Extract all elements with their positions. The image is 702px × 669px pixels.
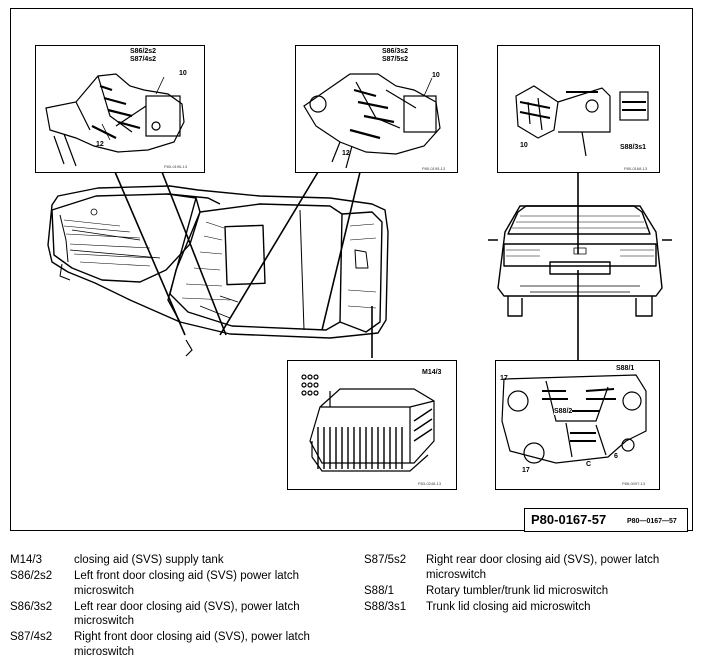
callout-number-10: 10 [179,70,187,77]
callout-number-6: 6 [614,453,618,460]
legend-code: S87/4s2 [10,631,53,643]
callout-number-17: 17 [522,467,530,474]
callout-number-12: 12 [96,141,104,148]
legend-description: Rotary tumbler/trunk lid microswitch [426,584,609,597]
callout-number-10: 10 [520,142,528,149]
rotary-tumbler-drawing [501,374,647,464]
figure-code-box: P80-0167-57 P80—0167—57 [524,508,688,532]
legend-description: Left rear door closing aid (SVS), power … [74,600,300,628]
inset-reference-number: P80-0196-13 [164,164,188,169]
figure-code: P80-0167-57 [531,512,607,527]
inset-rotary-tumbler: S88/1 S88/2 17 17 6 C P88-0097-13 [495,360,660,490]
callout-s87-5s2: S87/5s2 [382,56,409,63]
legend-item: S88/1 Rotary tumbler/trunk lid microswitc… [364,584,686,599]
door-lock-mechanism-drawing [45,73,185,167]
inset-trunk-lid-latch: 10 S88/3s1 P80-0168-13 [497,45,660,173]
legend-item: S86/2s2 Left front door closing aid (SVS)… [10,569,344,598]
legend-item: S87/4s2 Right front door closing aid (SVS… [10,630,344,659]
legend-code: S86/2s2 [10,570,53,582]
legend-code: S86/3s2 [10,600,53,613]
rear-view-shading [506,215,654,257]
leader-lines [114,171,579,360]
inset-supply-tank: M14/3 P83-0248-13 [287,360,457,490]
inset-reference-number: P80-0168-13 [624,166,648,171]
callout-s88-3s1: S88/3s1 [620,144,647,151]
car-shading [63,219,377,309]
callout-s88-1: S88/1 [616,365,635,372]
car-rear-view [488,205,672,317]
legend-item: S88/3s1 Trunk lid closing aid microswitch [364,600,686,615]
inset-reference-number: P80-0195-13 [422,166,446,171]
figure-code-small: P80—0167—57 [627,518,677,525]
callout-m14-3: M14/3 [422,369,442,376]
inset-reference-number: P83-0248-13 [418,481,442,486]
legend-item: S86/3s2 Left rear door closing aid (SVS),… [10,600,344,629]
legend-item: S87/5s2 Right rear door closing aid (SVS)… [364,553,686,582]
callout-s87-4s2: S87/4s2 [130,56,157,63]
legend-code: S88/1 [364,584,395,597]
inset-reference-number: P88-0097-13 [622,481,646,486]
trunk-latch-drawing [515,85,649,157]
callout-s88-2: S88/2 [554,408,573,415]
legend-description: Left front door closing aid (SVS) power … [74,570,300,597]
callout-number-12: 12 [342,150,350,157]
legend-description: Right rear door closing aid (SVS), power… [426,554,660,581]
callout-letter-c: C [586,461,592,468]
callout-s86-3s2: S86/3s2 [382,48,409,55]
rear-door-lock-drawing [303,73,441,169]
car-perspective-view [47,185,389,357]
legend-description: closing aid (SVS) supply tank [74,554,224,566]
legend-description: Right front door closing aid (SVS), powe… [74,631,310,658]
legend-description: Trunk lid closing aid microswitch [426,600,591,613]
callout-number-10: 10 [432,72,440,79]
supply-tank-drawing [301,374,435,472]
legend-right-column: S87/5s2 Right rear door closing aid (SVS)… [364,553,686,616]
inset-left-rear-door: S86/3s2 S87/5s2 10 12 P80-0195-13 [295,45,458,173]
callout-s86-2s2: S86/2s2 [130,48,157,55]
legend-left-column: M14/3 closing aid (SVS) supply tank S86/2… [10,553,344,661]
legend-item: M14/3 closing aid (SVS) supply tank [10,553,344,568]
legend-code: S87/5s2 [364,554,407,566]
inset-left-front-door: S86/2s2 S87/4s2 10 12 P80-0196-13 [35,45,205,173]
legend-code: M14/3 [10,554,42,566]
legend-code: S88/3s1 [364,600,407,613]
callout-number-17: 17 [500,375,508,382]
diagram-frame [10,8,693,531]
